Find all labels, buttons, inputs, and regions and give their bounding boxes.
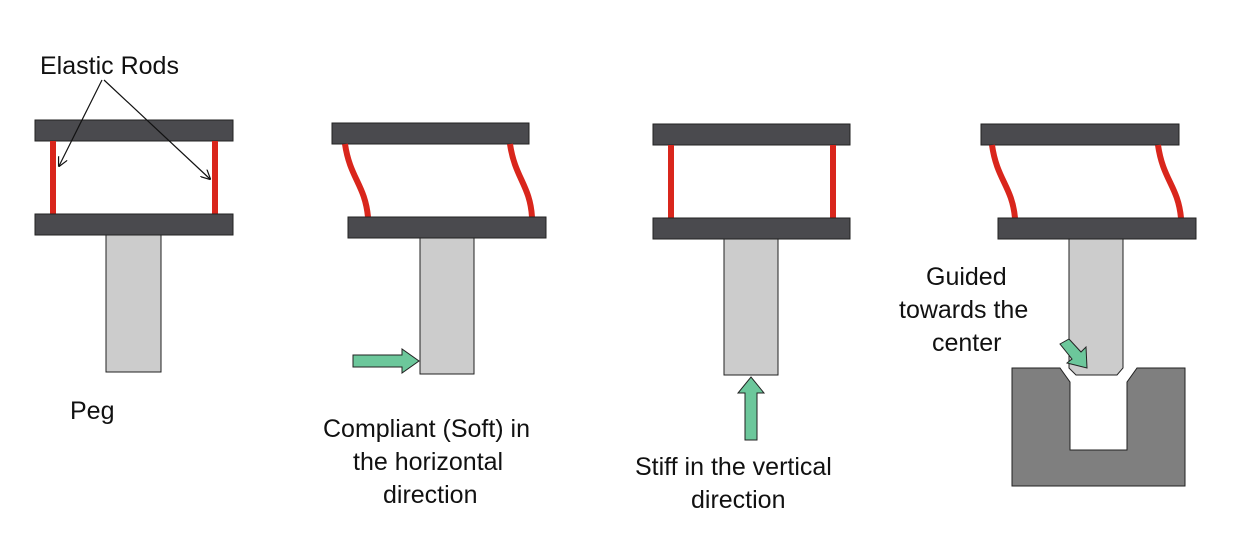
bottom-plate: [347, 216, 547, 239]
elastic-rod-left-bent: [989, 144, 1018, 219]
panel-guided: Guided towards the center: [899, 123, 1197, 487]
panel-horizontal: Compliant (Soft) in the horizontal direc…: [323, 122, 547, 509]
label-guided-line3: center: [932, 329, 1001, 357]
bottom-plate: [997, 217, 1197, 240]
bottom-plate: [652, 217, 851, 240]
bottom-plate: [34, 213, 234, 236]
peg: [105, 234, 162, 373]
label-pointer-left: [59, 79, 103, 166]
elastic-rod-right-bent: [507, 143, 535, 218]
panel-vertical: Stiff in the vertical direction: [635, 123, 851, 514]
label-elastic-rods: Elastic Rods: [40, 52, 179, 80]
label-guided-line2: towards the: [899, 296, 1028, 324]
peg: [723, 238, 779, 376]
label-horizontal-line3: direction: [383, 481, 478, 509]
peg-chamfered: [1068, 238, 1124, 376]
label-pointer-right: [103, 79, 210, 179]
elastic-rod-right-bent: [1155, 144, 1184, 219]
horizontal-force-arrow: [352, 348, 420, 374]
label-horizontal-line1: Compliant (Soft) in: [323, 415, 530, 443]
top-plate: [34, 119, 234, 142]
label-vertical-line1: Stiff in the vertical: [635, 453, 832, 481]
guide-arrow: [1059, 338, 1088, 369]
top-plate: [331, 122, 530, 145]
elastic-rod-left-bent: [342, 143, 371, 218]
label-vertical-line2: direction: [691, 486, 786, 514]
top-plate: [652, 123, 851, 146]
label-peg: Peg: [70, 397, 114, 425]
peg: [419, 237, 475, 375]
vertical-force-arrow: [736, 376, 766, 441]
label-horizontal-line2: the horizontal: [353, 448, 503, 476]
hole-block: [1011, 367, 1186, 487]
panel-rest: Elastic Rods Peg: [34, 52, 234, 425]
top-plate: [980, 123, 1180, 146]
label-guided-line1: Guided: [926, 263, 1007, 291]
